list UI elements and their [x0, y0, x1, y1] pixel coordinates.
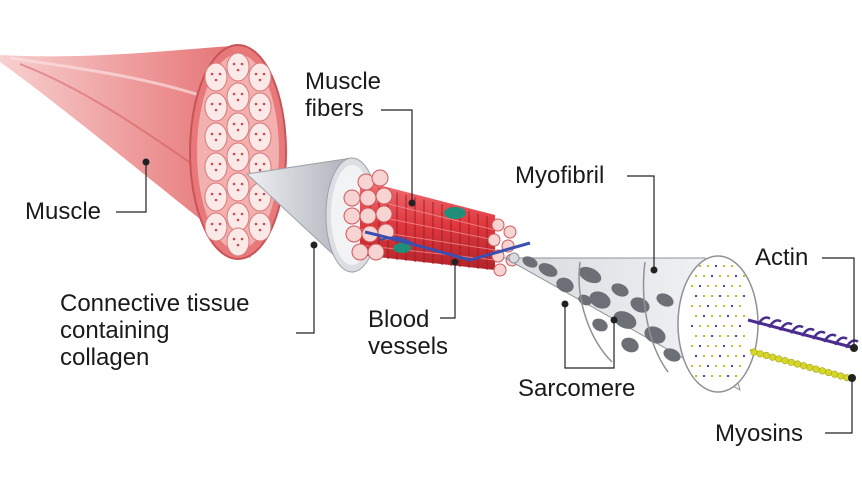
- muscle-fiber-bundle: [343, 169, 531, 277]
- leader-muscle: [116, 162, 147, 213]
- label-actin: Actin: [755, 244, 809, 271]
- leader-lines: [116, 109, 855, 434]
- fascicle: [204, 152, 228, 182]
- fascicle: [226, 82, 250, 112]
- fascicle: [226, 202, 250, 232]
- leader-myofibril: [627, 175, 655, 270]
- label-myofibril: Myofibril: [515, 162, 605, 189]
- fascicle: [248, 212, 272, 242]
- label-muscle: Muscle: [25, 198, 102, 225]
- fascicle-group: [204, 52, 272, 257]
- fascicle: [204, 92, 228, 122]
- fascicle: [204, 212, 228, 242]
- sarcomere-boundary: [642, 261, 669, 373]
- leader-myosins: [825, 380, 853, 434]
- fascicle: [204, 182, 228, 212]
- nucleus: [393, 243, 411, 253]
- leader-blood-vessels: [440, 262, 456, 319]
- leader-connective-tissue: [296, 245, 315, 334]
- fascicle: [204, 62, 228, 92]
- label-myosins: Myosins: [715, 420, 804, 447]
- myofibril-face: [677, 255, 759, 393]
- fascicle: [226, 227, 250, 257]
- actin-filament: [747, 316, 859, 352]
- label-muscle-fibers: Muscle fibers: [305, 68, 382, 122]
- sarcomere-boundary: [578, 261, 613, 363]
- myosin-filament: [749, 348, 856, 382]
- leader-sarcomere: [564, 304, 615, 369]
- blood-vessel-branch: [379, 236, 416, 246]
- fascicle: [226, 172, 250, 202]
- myofibril-spots: [522, 256, 681, 362]
- fascicle: [226, 142, 250, 172]
- fascicle: [226, 52, 250, 82]
- fascicle: [248, 62, 272, 92]
- blood-vessel: [364, 230, 531, 262]
- fascicle: [226, 112, 250, 142]
- label-sarcomere: Sarcomere: [518, 375, 636, 402]
- muscle-cross-section: [189, 44, 287, 260]
- leader-actin: [822, 257, 855, 346]
- label-connective-tissue: Connective tissue containing collagen: [60, 290, 250, 371]
- nucleus: [444, 207, 466, 219]
- myofibril-cone: [503, 252, 759, 393]
- fascicle: [248, 92, 272, 122]
- fascicle: [204, 122, 228, 152]
- myofilament-dots: [690, 264, 746, 378]
- fascicle: [248, 122, 272, 152]
- leader-muscle-fibers: [381, 109, 413, 203]
- label-blood-vessels: Blood vessels: [368, 306, 449, 360]
